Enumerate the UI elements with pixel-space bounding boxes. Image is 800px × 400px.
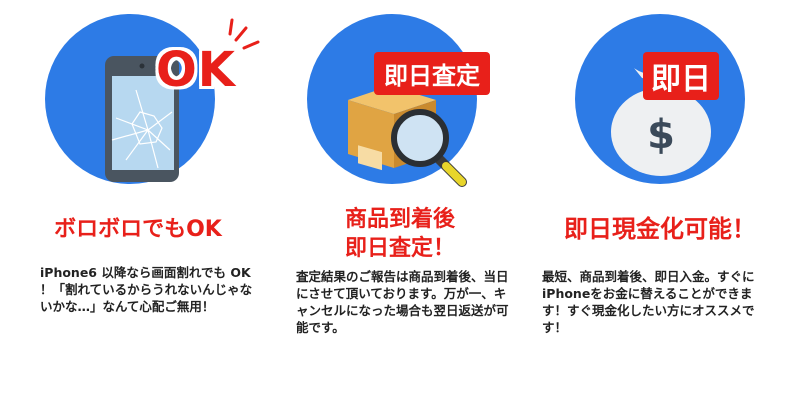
feature-heading: 商品到着後 即日査定！ bbox=[270, 205, 530, 263]
feature-heading: ボロボロでもOK bbox=[54, 217, 222, 242]
heading-line-2: 即日査定！ bbox=[344, 236, 455, 261]
magnifier-icon bbox=[391, 109, 467, 187]
feature-description: 査定結果のご報告は商品到着後、当日にさせて頂いております。万が一、キャンセルにな… bbox=[296, 269, 509, 335]
feature-same-day-appraisal: 即日査定 商品到着後 即日査定！ 査定結果のご報告は商品到着後、当日にさせて頂い… bbox=[270, 0, 530, 400]
appraisal-badge: 即日査定 bbox=[374, 52, 490, 95]
feature-description: iPhone6 以降なら画面割れでも OK ！「割れているからうれないんじゃない… bbox=[40, 265, 253, 314]
ok-badge: OK bbox=[156, 42, 236, 98]
same-day-badge: 即日 bbox=[643, 52, 719, 100]
cracked-phone-icon bbox=[105, 56, 179, 182]
burst-lines bbox=[228, 18, 260, 50]
feature-damaged-ok: OK ボロボロでもOK iPhone6 以降なら画面割れでも OK ！「割れてい… bbox=[8, 0, 268, 400]
feature-same-day-cash: $ 即日 即日現金化可能！ 最短、商品到着後、即日入金。すぐにiPhoneをお金… bbox=[530, 0, 790, 400]
feature-heading: 即日現金化可能！ bbox=[564, 215, 756, 243]
dollar-sign: $ bbox=[647, 112, 675, 158]
feature-description: 最短、商品到着後、即日入金。すぐにiPhoneをお金に替えることができます！すぐ… bbox=[542, 269, 755, 335]
money-bag-icon: $ bbox=[611, 66, 711, 176]
heading-line-1: 商品到着後 bbox=[344, 207, 455, 232]
